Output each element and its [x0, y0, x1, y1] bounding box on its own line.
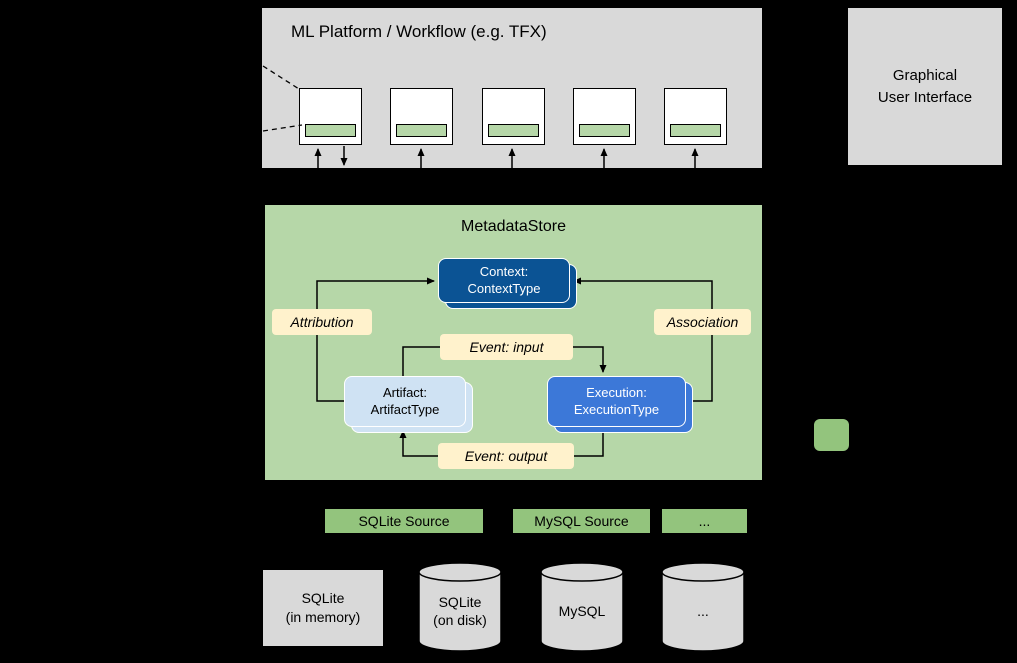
execution-box: Execution: ExecutionType: [547, 376, 686, 427]
pipeline-component-box: [299, 88, 362, 145]
artifact-entity: Artifact: ArtifactType: [344, 376, 473, 433]
context-entity: Context: ContextType: [438, 258, 577, 309]
ml-platform-box: ML Platform / Workflow (e.g. TFX): [262, 8, 762, 168]
artifact-box: Artifact: ArtifactType: [344, 376, 466, 427]
pipeline-component-box: [390, 88, 453, 145]
database-cylinder-shape: [540, 562, 624, 652]
context-box: Context: ContextType: [438, 258, 570, 303]
ml-platform-title: ML Platform / Workflow (e.g. TFX): [291, 22, 547, 41]
attribution-label: Attribution: [272, 309, 372, 335]
execution-entity: Execution: ExecutionType: [547, 376, 693, 433]
sqlite-in-memory-box: SQLite (in memory): [263, 570, 383, 646]
metadata-store-title: MetadataStore: [461, 218, 566, 235]
event-input-label: Event: input: [440, 334, 573, 360]
pipeline-component-box: [573, 88, 636, 145]
gui-box: Graphical User Interface: [848, 8, 1002, 165]
cylinder-label: ...: [697, 602, 709, 619]
mlmd-client-lib-bar: [579, 124, 630, 137]
database-cylinder-shape: [661, 562, 745, 652]
mlmd-client-lib-bar: [305, 124, 356, 137]
association-label: Association: [654, 309, 751, 335]
database-cylinder-shape: [418, 562, 502, 652]
mlmd-client-lib-legend-swatch: [814, 419, 849, 451]
pipeline-component-box: [482, 88, 545, 145]
mlmd-client-lib-bar: [670, 124, 721, 137]
sqlite-source-bar: SQLite Source: [325, 509, 483, 533]
mlmd-client-lib-bar: [396, 124, 447, 137]
cylinder-label: SQLite (on disk): [433, 593, 487, 628]
mysql-source-bar: MySQL Source: [513, 509, 650, 533]
sqlite-disk-cylinder: SQLite (on disk): [418, 562, 502, 652]
event-output-label: Event: output: [438, 443, 574, 469]
other-source-bar: ...: [662, 509, 747, 533]
mlmd-client-lib-bar: [488, 124, 539, 137]
cylinder-label: MySQL: [558, 602, 606, 619]
pipeline-component-box: [664, 88, 727, 145]
other-db-cylinder: ...: [661, 562, 745, 652]
mysql-cylinder: MySQL: [540, 562, 624, 652]
